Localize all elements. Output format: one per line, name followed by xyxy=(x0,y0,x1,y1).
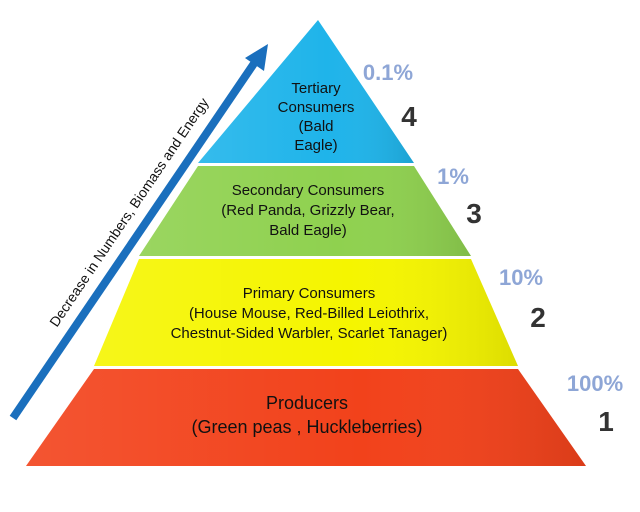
level-number-2: 2 xyxy=(530,302,546,333)
tier-tertiary-line-3: (Bald xyxy=(298,118,333,135)
arrow-head-icon xyxy=(245,44,268,71)
tier-primary-line-1: Primary Consumers xyxy=(243,285,376,302)
tier-primary-consumers: Primary Consumers (House Mouse, Red-Bill… xyxy=(94,259,518,366)
tier-secondary-line-3: Bald Eagle) xyxy=(269,222,347,239)
tier-secondary-line-1: Secondary Consumers xyxy=(232,182,385,199)
tier-secondary-consumers: Secondary Consumers (Red Panda, Grizzly … xyxy=(139,166,471,256)
level-number-1: 1 xyxy=(598,406,614,437)
tier-primary-line-3: Chestnut-Sided Warbler, Scarlet Tanager) xyxy=(171,325,448,342)
arrow-shaft xyxy=(9,59,259,421)
percent-label-tier-2: 10% xyxy=(499,265,543,290)
level-number-3: 3 xyxy=(466,198,482,229)
tier-producers-line-2: (Green peas , Huckleberries) xyxy=(191,417,422,437)
tier-primary-line-2: (House Mouse, Red-Billed Leiothrix, xyxy=(189,305,429,322)
tier-secondary-line-2: (Red Panda, Grizzly Bear, xyxy=(221,202,394,219)
tier-tertiary-line-1: Tertiary xyxy=(291,80,341,97)
tier-tertiary-line-2: Consumers xyxy=(278,99,355,116)
percent-label-tier-1: 100% xyxy=(567,371,623,396)
percent-label-tier-4: 0.1% xyxy=(363,60,413,85)
tier-producers: Producers (Green peas , Huckleberries) xyxy=(26,369,586,466)
tier-producers-line-1: Producers xyxy=(266,393,348,413)
tier-tertiary-line-4: Eagle) xyxy=(294,137,337,154)
level-number-4: 4 xyxy=(401,101,417,132)
percent-label-tier-3: 1% xyxy=(437,164,469,189)
